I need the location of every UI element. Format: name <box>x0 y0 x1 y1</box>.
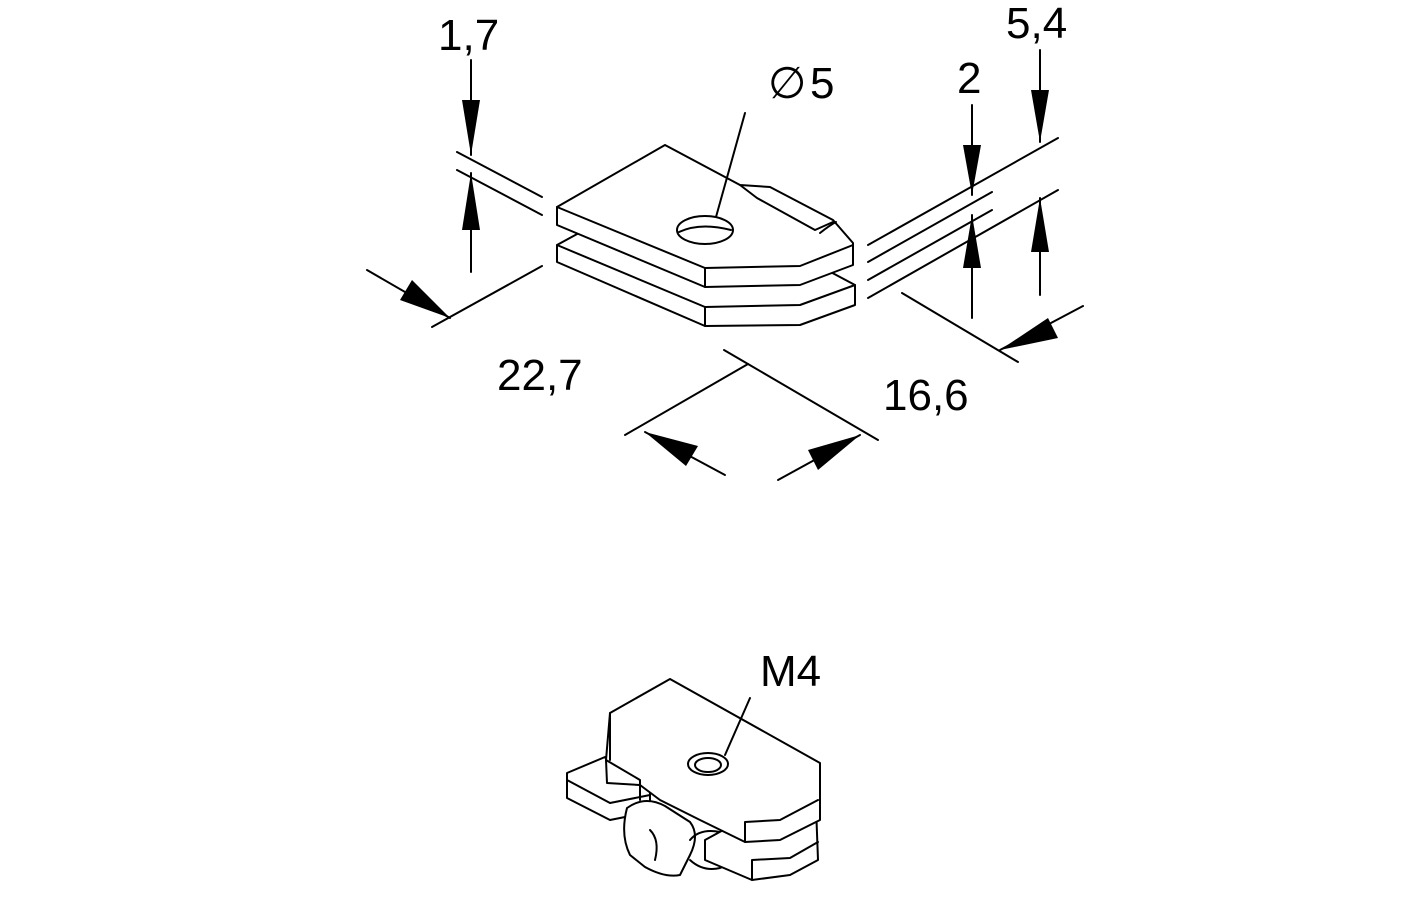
thread-label: M4 <box>760 647 821 696</box>
thread-leader-line <box>724 697 751 756</box>
hole-leader-line <box>715 112 746 218</box>
length-label: 22,7 <box>497 351 583 400</box>
upper-plate <box>556 144 854 288</box>
threaded-nut-view <box>566 678 821 881</box>
width-dimension <box>777 292 1084 481</box>
hole <box>676 215 734 245</box>
width-label: 16,6 <box>883 371 969 420</box>
plate-stack-view <box>556 144 856 327</box>
diameter-symbol: ∅ <box>768 59 806 108</box>
thickness-label: 1,7 <box>438 11 499 60</box>
gap-label: 2 <box>957 54 981 103</box>
thickness-dimension <box>456 59 543 273</box>
hole-diameter-value: 5 <box>810 59 834 108</box>
height-dimension <box>867 49 1059 319</box>
total-height-label: 5,4 <box>1006 0 1067 48</box>
length-dimension <box>366 265 879 476</box>
hole-diameter-label: ∅ 5 <box>768 59 834 108</box>
